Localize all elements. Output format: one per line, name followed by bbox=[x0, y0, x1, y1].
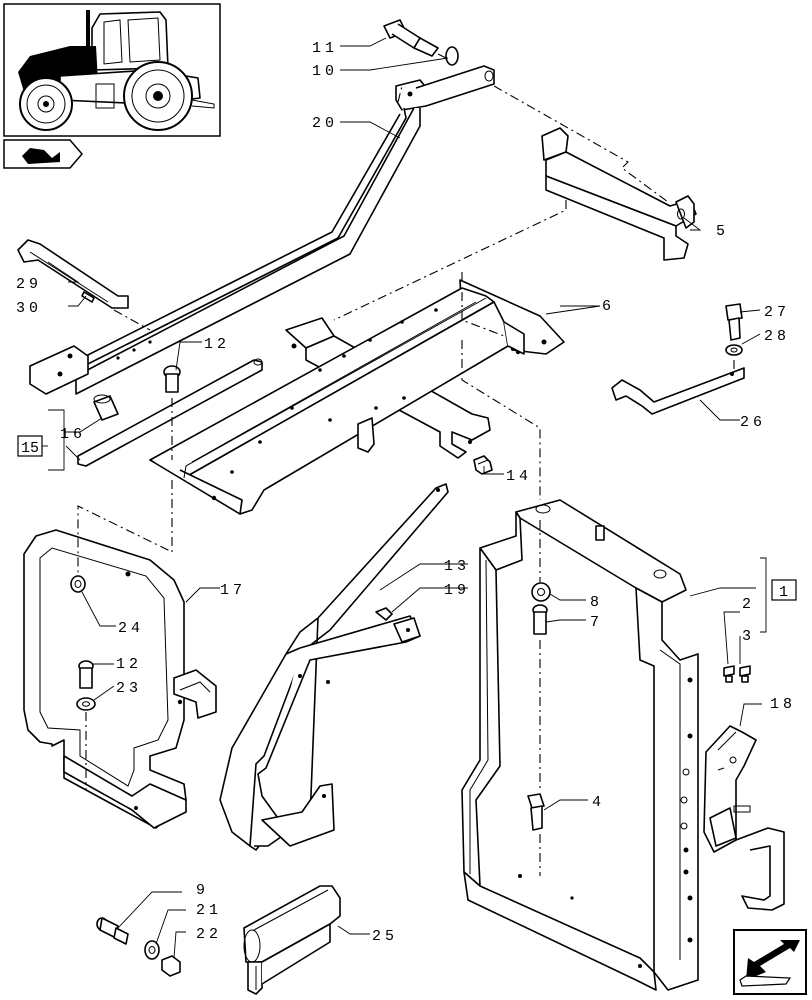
callout-7: 7 bbox=[590, 614, 603, 631]
callout-12-upper: 12 bbox=[204, 336, 230, 353]
washer-23 bbox=[76, 697, 96, 711]
washer-8 bbox=[531, 582, 551, 602]
callout-4: 4 bbox=[592, 794, 605, 811]
screws-2-3 bbox=[723, 665, 751, 683]
guard-17 bbox=[23, 529, 217, 829]
callout-25: 25 bbox=[372, 928, 398, 945]
callout-9: 9 bbox=[196, 882, 209, 899]
pin-11 bbox=[383, 19, 439, 57]
callout-22: 22 bbox=[196, 926, 222, 943]
callout-6: 6 bbox=[602, 298, 615, 315]
callout-18: 18 bbox=[770, 696, 796, 713]
next-page-arrow-icon[interactable] bbox=[733, 929, 807, 995]
callout-1: 1 bbox=[779, 584, 788, 601]
assembly-lines bbox=[77, 53, 735, 876]
bushing-16 bbox=[93, 394, 119, 421]
bracket-20 bbox=[29, 65, 495, 395]
callout-19: 19 bbox=[444, 582, 470, 599]
callout-16: 16 bbox=[60, 426, 86, 443]
callout-24: 24 bbox=[118, 620, 144, 637]
leader-lines bbox=[42, 37, 767, 959]
frame-1 bbox=[461, 499, 699, 991]
washer-24 bbox=[70, 575, 86, 593]
callout-3: 3 bbox=[742, 628, 755, 645]
callout-28: 28 bbox=[764, 328, 790, 345]
bracket-26 bbox=[611, 367, 745, 415]
callout-11: 11 bbox=[312, 40, 338, 57]
callout-5: 5 bbox=[716, 223, 729, 240]
nut-22 bbox=[161, 955, 181, 977]
callout-21: 21 bbox=[196, 902, 222, 919]
callout-15-box bbox=[17, 435, 43, 457]
callout-14: 14 bbox=[506, 468, 532, 485]
callout-26: 26 bbox=[740, 414, 766, 431]
step-bracket-13 bbox=[219, 483, 449, 851]
stud-9 bbox=[96, 917, 129, 945]
bracket-29 bbox=[17, 239, 129, 309]
tractor-thumbnail-icon[interactable] bbox=[3, 3, 221, 137]
callout-30: 30 bbox=[16, 300, 42, 317]
washer-28 bbox=[725, 344, 743, 356]
callout-15: 15 bbox=[21, 440, 39, 457]
callout-1-box bbox=[771, 579, 797, 601]
callout-labels: 11 10 20 5 29 30 6 27 28 12 16 15 26 14 … bbox=[16, 40, 797, 945]
screw-30 bbox=[81, 291, 95, 303]
bolt-27 bbox=[725, 303, 743, 341]
callout-2: 2 bbox=[742, 596, 755, 613]
bolt-12-lower bbox=[78, 660, 94, 689]
bracket-5 bbox=[541, 127, 697, 261]
seal-25 bbox=[243, 885, 341, 995]
handle-18 bbox=[703, 725, 785, 911]
callout-10: 10 bbox=[312, 63, 338, 80]
callout-13: 13 bbox=[444, 558, 470, 575]
callout-8: 8 bbox=[590, 594, 603, 611]
bolt-7 bbox=[532, 604, 548, 635]
washer-10 bbox=[445, 46, 459, 66]
washer-21 bbox=[144, 940, 160, 960]
section-marker-icon[interactable] bbox=[3, 139, 83, 169]
callout-17: 17 bbox=[220, 582, 246, 599]
callout-23: 23 bbox=[116, 680, 142, 697]
bolt-12-upper bbox=[163, 365, 181, 393]
plug-14 bbox=[473, 455, 493, 475]
bolt-4 bbox=[527, 793, 545, 831]
callout-12-lower: 12 bbox=[116, 656, 142, 673]
callout-20: 20 bbox=[312, 115, 338, 132]
rod-15 bbox=[77, 358, 263, 467]
callout-27: 27 bbox=[764, 304, 790, 321]
callout-29: 29 bbox=[16, 276, 42, 293]
frame-6 bbox=[149, 279, 565, 515]
